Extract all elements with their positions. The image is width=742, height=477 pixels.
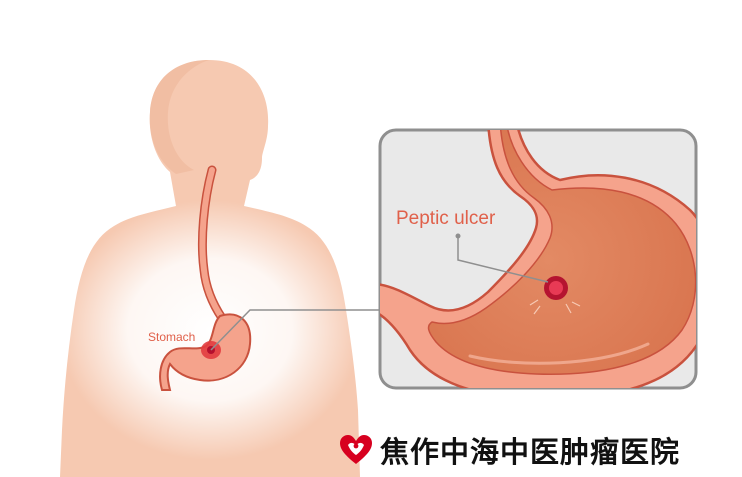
glow-highlight: [60, 200, 360, 460]
stomach-label: Stomach: [148, 330, 195, 344]
stomach-zoomed-lining: [427, 130, 696, 375]
callout-connector: [210, 309, 382, 351]
peptic-ulcer-label: Peptic ulcer: [396, 208, 496, 229]
hospital-name: 焦作中海中医肿瘤医院: [380, 435, 681, 469]
ulcer-cracks: [529, 299, 581, 315]
zoom-panel: Peptic ulcer: [378, 128, 698, 390]
stomach-highlight: [468, 342, 650, 365]
body-silhouette: [60, 60, 360, 477]
hospital-brand: 焦作中海中医肿瘤医院: [338, 430, 680, 470]
ulcer-leader-dot: [455, 233, 461, 239]
heart-hands-logo-icon: [340, 435, 372, 464]
esophagus: [199, 167, 225, 321]
ulcer-leader: [457, 236, 549, 283]
ulcer-zoomed-core: [549, 281, 563, 295]
head-shadow: [149, 60, 209, 174]
